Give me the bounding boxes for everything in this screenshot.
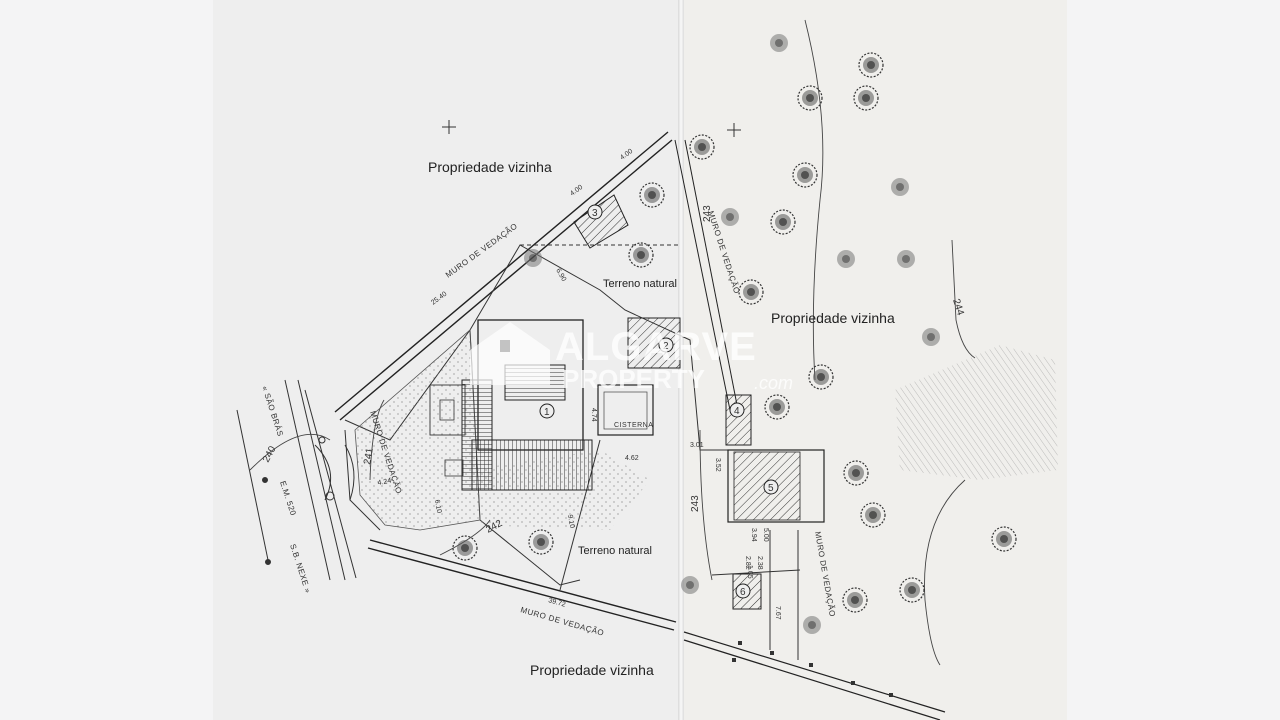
label-neighbor-right: Propriedade vizinha [771,310,895,326]
building-number-2: 2 [663,341,669,352]
watermark-suffix: .com [754,373,793,393]
dim-label: 7.67 [774,606,781,620]
building-3 [573,194,629,249]
sheet-fold-line [678,0,684,720]
grid-cross-marks [442,120,741,137]
dim-label: 5.00 [762,528,769,542]
dim-label: 9.10 [566,514,575,529]
dim-label: 39.72 [547,597,566,609]
label-neighbor-top: Propriedade vizinha [428,159,552,175]
building-4 [725,394,752,446]
building-number-4: 4 [734,406,740,417]
slope-area [895,345,1058,480]
dim-label: 4.00 [569,184,584,198]
dim-label: 6.90 [554,268,567,283]
watermark-logo: ALGARVE PROPERTY .com [470,322,793,394]
entrance-gate [262,436,355,565]
dim-label: 3.94 [750,528,757,542]
dim-label: 6.10 [433,499,442,514]
building-5 [727,449,825,523]
label-road-sao-bras: « SÃO BRÁS [260,385,285,438]
building-6 [711,530,801,660]
fence-walls [334,131,946,720]
building-number-3: 3 [592,208,598,219]
contour-label-243-a: 243 [690,495,701,512]
label-road-em: E.M. 520 [278,480,298,517]
label-neighbor-bottom: Propriedade vizinha [530,662,654,678]
dim-label: 2.82 [744,556,751,570]
dim-label: 4.74 [590,408,597,422]
contour-label-244: 244 [950,298,966,318]
label-road-sb-nexe: S.B. NEXE » [288,543,312,595]
dim-label: 4.00 [619,148,634,162]
label-fence-wall-right2: MURO DE VEDAÇÃO [813,531,837,618]
contour-label-243-b: 243 [702,205,713,222]
dim-label: 1.05 [746,565,753,579]
cistern-structure [597,317,681,436]
dim-label: 3.01 [690,442,704,449]
building-number-1: 1 [544,407,550,418]
building-number-6: 6 [740,587,746,598]
fence-posts [732,641,893,697]
label-fence-wall-top: MURO DE VEDAÇÃO [444,221,519,279]
label-natural-terrain-top: Terreno natural [603,278,677,290]
label-natural-terrain-bottom: Terreno natural [578,545,652,557]
label-fence-wall-bottom: MURO DE VEDAÇÃO [519,605,605,638]
label-cistern: CISTERNA [614,422,653,429]
courtyard-area [354,329,481,531]
dim-label: 4.62 [625,455,639,462]
dim-label: 3.52 [714,458,721,472]
contour-label-240: 240 [261,444,279,464]
contour-lines [249,19,976,666]
watermark-line2: PROPERTY [562,364,705,394]
building-number-5: 5 [768,483,774,494]
dim-label: 2.38 [756,556,763,570]
watermark-line1: ALGARVE [555,325,757,369]
dim-label: 25.40 [430,291,448,307]
dim-label: 4.24 [377,478,392,487]
contour-label-241: 241 [362,447,376,466]
